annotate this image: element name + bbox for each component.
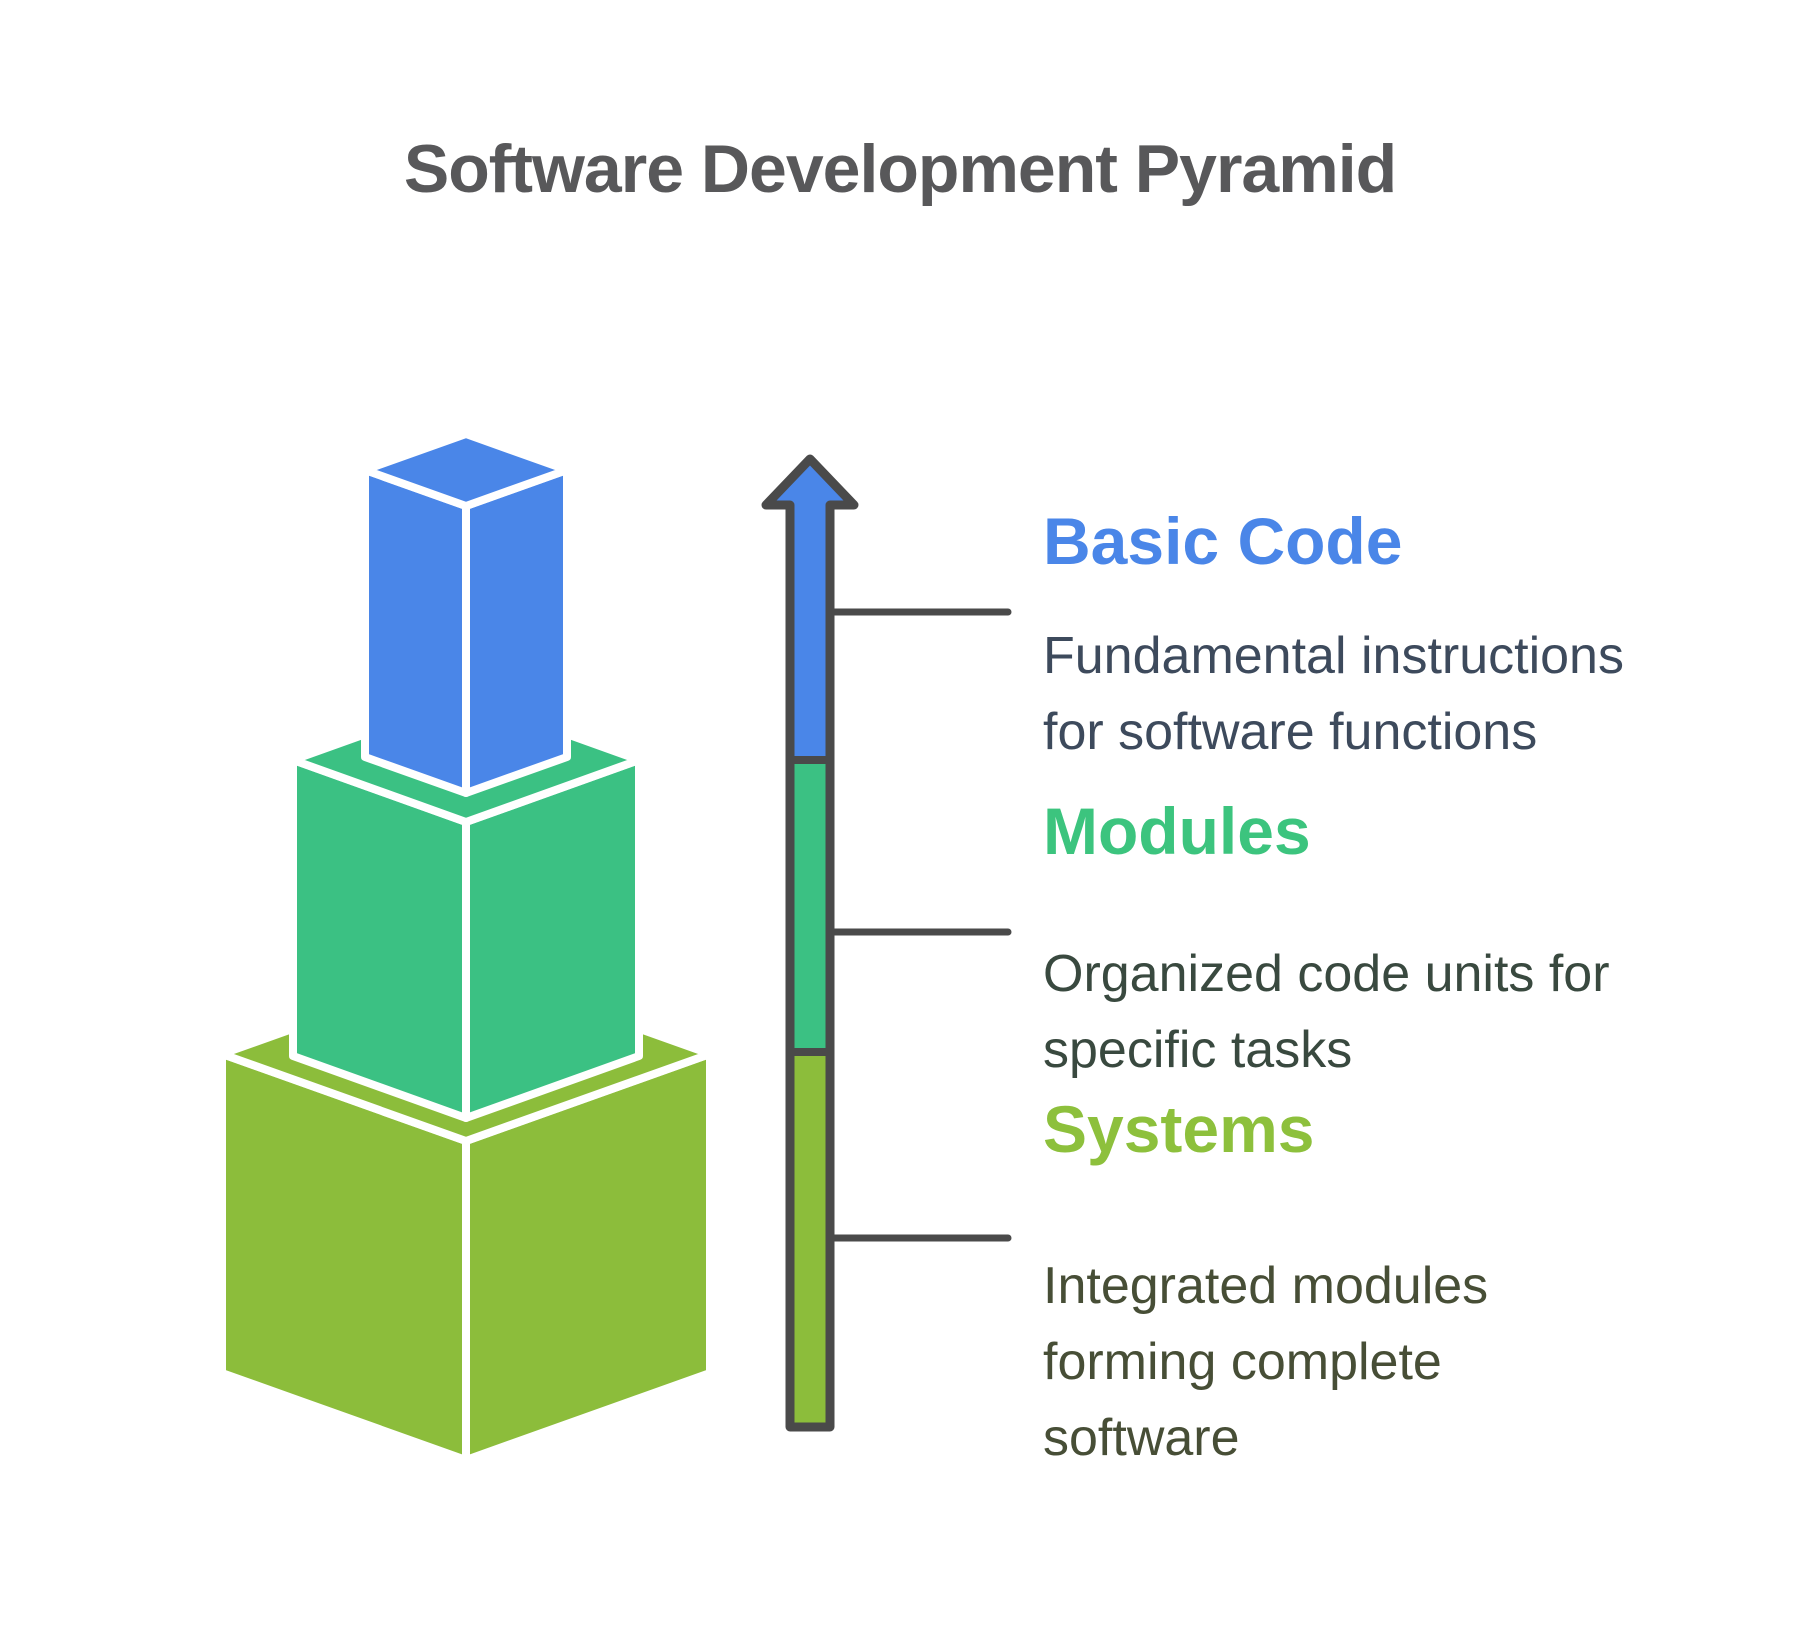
section-description-systems: Integrated modules forming complete soft… <box>1043 1248 1488 1476</box>
description-line: Integrated modules <box>1043 1257 1489 1315</box>
arrow-segment-systems <box>793 1052 827 1427</box>
section-description-basic-code: Fundamental instructions for software fu… <box>1043 618 1624 770</box>
section-heading-systems: Systems <box>1043 1092 1315 1166</box>
arrow-segment-modules <box>793 760 827 1052</box>
page-title: Software Development Pyramid <box>403 131 1397 207</box>
basic-code-cube-top-face <box>361 430 571 510</box>
description-line: software <box>1043 1409 1240 1467</box>
section-heading-modules: Modules <box>1043 794 1311 868</box>
description-line: specific tasks <box>1043 1021 1353 1079</box>
up-arrow-icon <box>761 454 1012 1432</box>
basic-code-cube-left-face <box>361 466 470 797</box>
description-line: for software functions <box>1043 703 1538 761</box>
basic-code-cube <box>361 430 571 797</box>
section-heading-basic-code: Basic Code <box>1043 504 1403 578</box>
description-line: Fundamental instructions <box>1043 627 1624 685</box>
description-line: Organized code units for <box>1043 945 1610 1003</box>
arrow-outline <box>761 454 859 1432</box>
arrow-segment-basic-code <box>772 464 848 760</box>
basic-code-cube-right-face <box>462 466 571 797</box>
description-line: forming complete <box>1043 1333 1442 1391</box>
section-description-modules: Organized code units for specific tasks <box>1043 936 1610 1088</box>
